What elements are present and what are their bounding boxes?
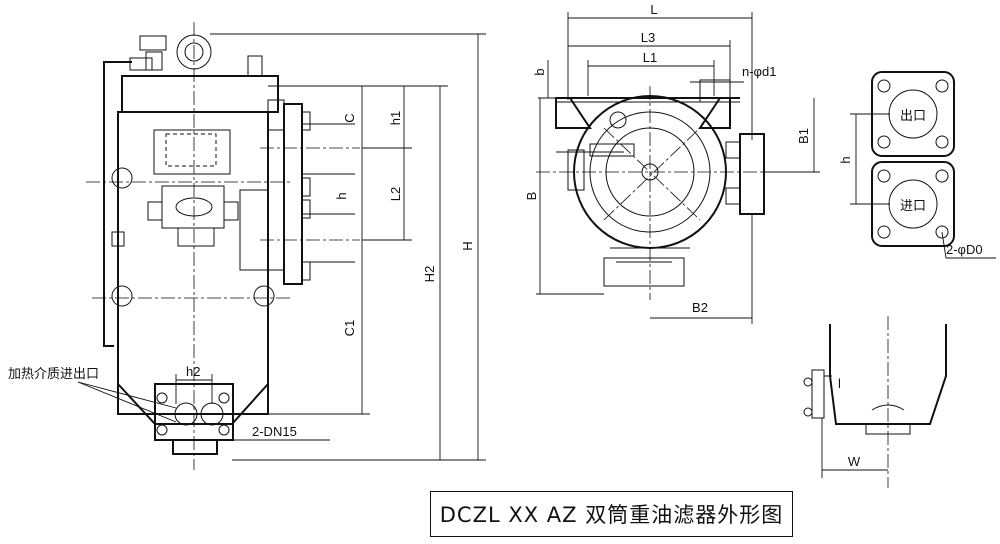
detail-view: W l: [803, 316, 947, 488]
drawing-title: DCZL XX AZ 双筒重油滤器外形图: [430, 491, 793, 537]
inlet-label: 进口: [900, 199, 926, 214]
dim-c: C: [342, 113, 357, 122]
outlet-label: 出口: [900, 109, 926, 124]
dim-h1: h1: [388, 111, 403, 125]
dim-b: b: [532, 68, 547, 75]
dim-c1: C1: [342, 320, 357, 337]
dim-h2-port: h2: [186, 364, 200, 379]
dim-B2: B2: [692, 300, 708, 315]
dim-H: H: [460, 241, 475, 250]
dim-h-flange: h: [838, 156, 853, 163]
dim-B1: B1: [796, 128, 811, 144]
front-view-labels: h h1 C L2 C1 H2 H h2 2-DN15 加热介质进出口: [8, 111, 475, 439]
dim-B: B: [524, 192, 539, 201]
dim-l: l: [838, 376, 841, 391]
heating-port-callout: 加热介质进出口: [8, 367, 99, 382]
dim-h: h: [334, 192, 349, 199]
port-flange-view: 出口 进口 h 2-φD0: [838, 71, 996, 259]
front-view-dimensions: [77, 33, 486, 461]
dim-h2-height: H2: [422, 266, 437, 283]
dim-L: L: [650, 2, 657, 17]
front-view: [86, 22, 360, 470]
dim-D0: 2-φD0: [946, 242, 983, 257]
drain-callout: 2-DN15: [252, 424, 297, 439]
dim-W: W: [848, 454, 861, 469]
top-view: [536, 79, 780, 300]
dim-L3: L3: [641, 30, 655, 45]
dim-L1: L1: [643, 50, 657, 65]
dim-nd1: n-φd1: [742, 64, 776, 79]
top-view-dimensions: [536, 12, 820, 324]
top-view-labels: L L3 L1 n-φd1 b B B1 B2: [524, 2, 811, 315]
dim-l2: L2: [388, 187, 403, 201]
